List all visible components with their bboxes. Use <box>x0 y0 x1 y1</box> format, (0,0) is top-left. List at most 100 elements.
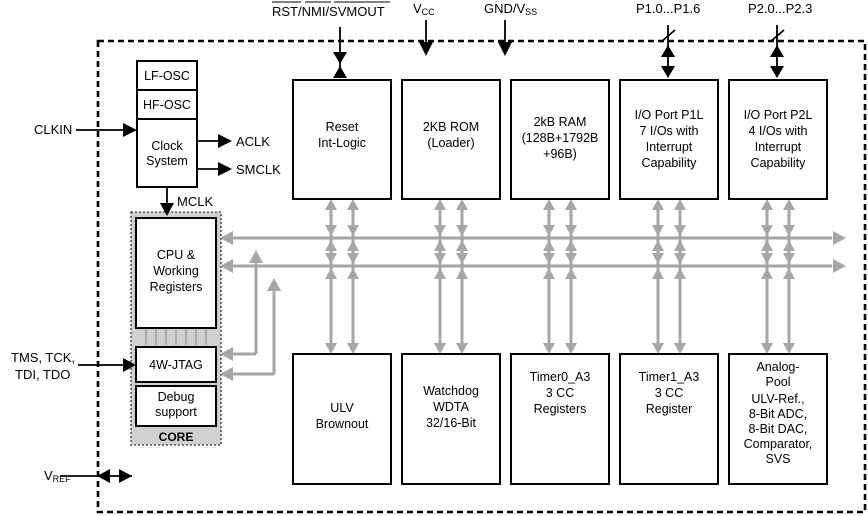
jtag-pins-label-1: TMS, TCK, <box>11 350 75 365</box>
lf-osc-block <box>136 60 198 91</box>
jtag-pins-label-2: TDI, TDO <box>15 367 70 382</box>
bus-crossing-arrow <box>652 268 664 279</box>
lf-osc-label: LF-OSC <box>144 69 190 83</box>
ram-label: 2kB RAM(128B+1792B+96B) <box>522 115 599 161</box>
bus-link-arrow <box>761 199 773 210</box>
bus-crossing-arrow <box>543 268 555 279</box>
gnd-arrow <box>498 42 512 56</box>
bus-link-arrow <box>674 343 686 354</box>
port-p1l-block <box>619 79 719 200</box>
bus-crossing-arrow <box>652 240 664 251</box>
bus-link-arrow <box>783 343 795 354</box>
bus-crossing-arrow <box>543 225 555 236</box>
pin-labels: RST/NMI/SVMOUT VCC GND/VSS P1.0...P1.6 P… <box>11 1 812 484</box>
gnd-pin-label: GND/VSS <box>484 1 537 17</box>
bus-crossing-arrow <box>674 240 686 251</box>
bus-crossing-arrow <box>565 253 577 264</box>
bus-crossing-arrow <box>347 225 359 236</box>
watchdog-block <box>401 353 501 485</box>
p2-arrow-down <box>770 66 784 78</box>
bus-crossing-arrow <box>674 253 686 264</box>
timer1-block <box>619 353 719 485</box>
bus-crossing-arrow <box>434 225 446 236</box>
bus-link-arrow <box>456 343 468 354</box>
bus-crossing-arrow <box>783 268 795 279</box>
bus-link-arrow <box>652 199 664 210</box>
clock-system-block <box>136 118 198 188</box>
p2-pin-label: P2.0...P2.3 <box>748 1 812 16</box>
bus-crossing-arrow <box>543 253 555 264</box>
bus-crossing-arrow <box>456 268 468 279</box>
p2-arrow-up <box>770 45 784 57</box>
bus-link-arrow <box>543 343 555 354</box>
bus-crossing-arrow <box>347 240 359 251</box>
bus-link-arrow <box>652 343 664 354</box>
bus-link-arrow <box>434 199 446 210</box>
bus-link-arrow <box>783 199 795 210</box>
vref-pin-label: VREF <box>44 468 71 484</box>
jtag-block <box>135 346 217 383</box>
ulv-brownout-block <box>292 353 392 485</box>
bus-link-arrow <box>761 343 773 354</box>
bus-crossing-arrow <box>325 240 337 251</box>
cpu-block <box>135 217 217 329</box>
bus-crossing-arrow <box>347 268 359 279</box>
bus-crossing-arrow <box>761 253 773 264</box>
core-hatch <box>145 328 207 345</box>
bus-crossing-arrow <box>434 268 446 279</box>
bus-link-arrow <box>325 343 337 354</box>
clkin-pin-label: CLKIN <box>34 122 72 137</box>
bus-crossing-arrow <box>652 253 664 264</box>
smclk-arrow <box>218 162 232 176</box>
port-p2l-block <box>728 79 828 200</box>
chip-boundary <box>96 39 867 514</box>
bus-link-arrow <box>434 343 446 354</box>
bus-crossing-arrow <box>325 225 337 236</box>
bus-crossing-arrow <box>325 268 337 279</box>
bus-crossing-arrow <box>543 240 555 251</box>
bus-link-arrow <box>565 343 577 354</box>
rom-label: 2KB ROM(Loader) <box>423 120 479 150</box>
bus-link-arrow <box>325 199 337 210</box>
bus-crossing-arrow <box>783 225 795 236</box>
bus-link-arrow <box>347 199 359 210</box>
bus-crossing-arrow <box>783 253 795 264</box>
vref-arrow-right <box>119 469 132 483</box>
aclk-arrow <box>218 134 232 148</box>
bus-crossing-arrow <box>456 240 468 251</box>
p1-pin-label: P1.0...P1.6 <box>636 1 700 16</box>
jtag-label: 4W-JTAG <box>149 358 203 372</box>
mclk-label: MCLK <box>177 194 213 209</box>
mclk-arrow <box>160 203 174 216</box>
smclk-label: SMCLK <box>236 162 281 177</box>
signal-lines <box>60 20 785 483</box>
clkin-arrow <box>123 123 137 137</box>
p1-arrow-down <box>661 66 675 78</box>
bus-crossing-arrow <box>325 253 337 264</box>
rst-arrow-down <box>333 52 347 64</box>
reset-block <box>292 79 392 200</box>
bus-crossing-arrow <box>761 225 773 236</box>
rst-arrow-up <box>333 66 347 78</box>
p1-arrow-up <box>661 45 675 57</box>
bus-crossing-arrow <box>456 225 468 236</box>
rom-block <box>401 79 501 200</box>
core-label: CORE <box>159 430 194 444</box>
bus-crossing-arrow <box>761 240 773 251</box>
jtag-pin-arrow <box>123 358 136 372</box>
bus-crossing-arrow <box>652 225 664 236</box>
hf-osc-label: HF-OSC <box>143 98 191 112</box>
bus-crossing-arrow <box>761 268 773 279</box>
bus-crossing-arrow <box>565 240 577 251</box>
vcc-pin-label: VCC <box>413 1 435 17</box>
bus-crossing-arrow <box>434 253 446 264</box>
